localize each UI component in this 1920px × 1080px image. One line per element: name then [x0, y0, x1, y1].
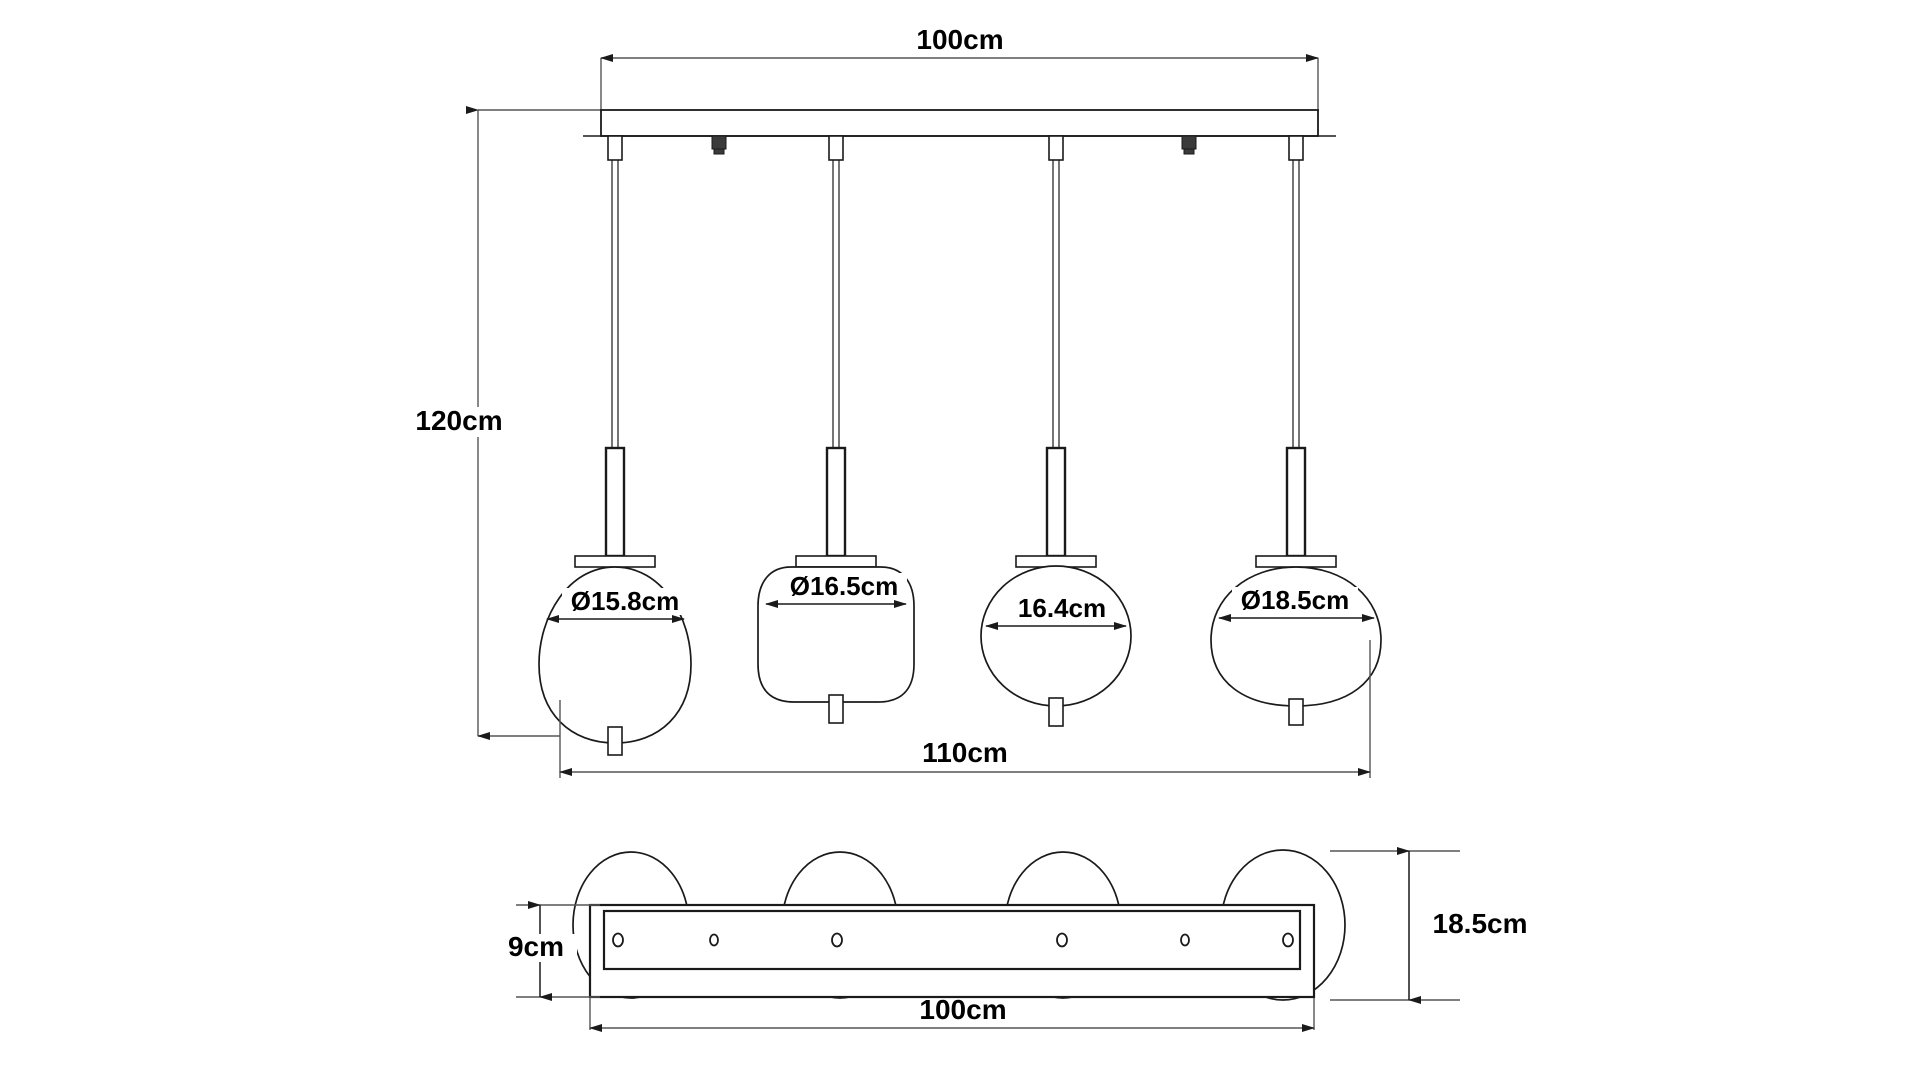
mount-fixture-2: [1181, 135, 1197, 150]
canopy-body: [600, 109, 1319, 137]
shade-3-oval: [980, 565, 1132, 707]
label-backdrop: [562, 588, 688, 615]
bottom-plan-view: 9cm 18.5cm 100cm: [497, 847, 1546, 1032]
lamp-holder-tube: [825, 446, 847, 558]
mounting-hole-1: [612, 932, 624, 948]
plan-canopy-inner: [602, 909, 1302, 971]
cable-outlet-4: [1288, 135, 1304, 161]
plan-mounting-holes: [612, 932, 1294, 948]
shade-2-finial: [828, 694, 844, 724]
label-backdrop: [781, 573, 907, 600]
dimension-label-shade-2: Ø16.5cm: [790, 571, 898, 601]
label-backdrop: [400, 407, 518, 437]
dimension-label-shade-1: Ø15.8cm: [571, 586, 679, 616]
canopy-cable-outlets: [607, 135, 1304, 161]
dimension-shade-3-diameter: 16.4cm: [985, 593, 1127, 630]
shade-3-finial: [1048, 697, 1064, 727]
shade-4-finial: [1288, 698, 1304, 726]
lamp-holder-tube: [1045, 446, 1067, 558]
label-backdrop: [497, 934, 577, 962]
holder-disc: [795, 555, 877, 568]
dimension-shade-4-diameter: Ø18.5cm: [1218, 585, 1375, 622]
dimension-spread-width: 110cm: [559, 640, 1371, 778]
dimension-label-canopy-width: 100cm: [919, 994, 1006, 1025]
label-backdrop: [1414, 911, 1546, 939]
mounting-hole-5: [1180, 933, 1190, 947]
cable-outlet-3: [1048, 135, 1064, 161]
pendant-3: 16.4cm: [980, 160, 1132, 727]
dimension-canopy-width: 100cm: [589, 994, 1315, 1032]
mounting-hole-3: [831, 932, 843, 948]
label-backdrop: [1010, 595, 1114, 622]
mount-fixture-1: [711, 135, 727, 150]
dimension-shade-depth: 18.5cm: [1330, 847, 1546, 1004]
front-elevation-view: 100cm 120cm: [400, 24, 1382, 778]
pendant-4: Ø18.5cm: [1210, 160, 1382, 726]
lamp-holder-tube: [604, 446, 626, 558]
dimension-label-canopy-depth: 9cm: [508, 931, 564, 962]
shade-1-finial: [607, 726, 623, 756]
dimension-overall-drop: 120cm: [400, 106, 601, 740]
ceiling-canopy-bar: [583, 109, 1336, 161]
mount-fixture-1-tip: [713, 148, 725, 155]
dimension-canopy-depth: 9cm: [497, 901, 600, 1001]
dimension-label-shade-4: Ø18.5cm: [1241, 585, 1349, 615]
pendant-2: Ø16.5cm: [757, 160, 915, 724]
holder-disc: [574, 555, 656, 568]
dimension-label-shade-3: 16.4cm: [1018, 593, 1106, 623]
cable-outlet-2: [828, 135, 844, 161]
cable-outlet-1: [607, 135, 623, 161]
mounting-hole-6: [1282, 932, 1294, 948]
label-backdrop: [1232, 587, 1358, 614]
holder-disc: [1255, 555, 1337, 568]
canopy-mount-fixtures: [711, 135, 1197, 155]
dimension-shade-2-diameter: Ø16.5cm: [765, 571, 907, 608]
mounting-hole-4: [1056, 932, 1068, 948]
dimension-label-shade-depth: 18.5cm: [1433, 908, 1528, 939]
lamp-holder-tube: [1285, 446, 1307, 558]
dimension-label-overall-width-top: 100cm: [916, 24, 1003, 55]
mount-fixture-2-tip: [1183, 148, 1195, 155]
dimension-label-spread-width: 110cm: [922, 737, 1008, 768]
dimension-shade-1-diameter: Ø15.8cm: [546, 586, 688, 623]
dimension-label-overall-drop: 120cm: [415, 405, 502, 436]
pendant-1: Ø15.8cm: [538, 160, 692, 756]
mounting-hole-2: [709, 933, 719, 947]
dimension-overall-width-top: 100cm: [600, 24, 1319, 112]
